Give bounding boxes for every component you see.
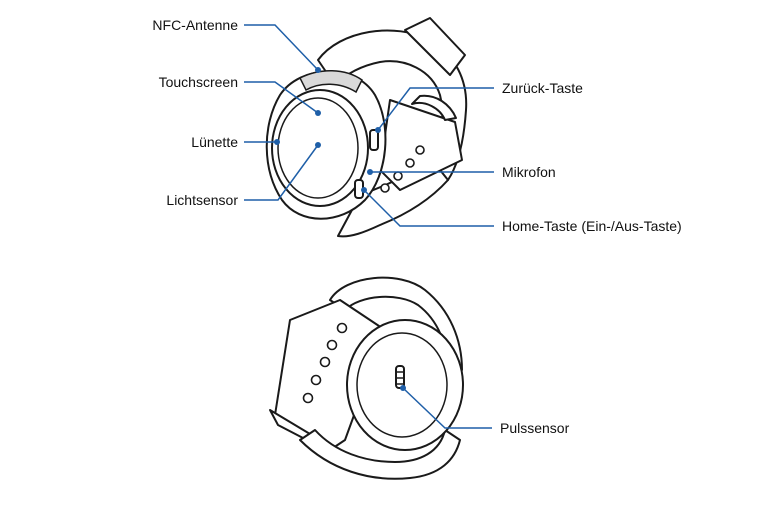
strap-hole bbox=[326, 339, 338, 351]
back-key-shape bbox=[369, 129, 379, 151]
strap-keeper bbox=[411, 94, 457, 121]
label-bezel: Lünette bbox=[191, 134, 238, 150]
label-back-key: Zurück-Taste bbox=[502, 80, 583, 96]
label-touchscreen: Touchscreen bbox=[159, 74, 238, 90]
leader-home-key bbox=[363, 189, 494, 227]
label-light-sensor: Lichtsensor bbox=[166, 192, 238, 208]
case-back-inner bbox=[356, 332, 448, 438]
label-heart-rate-sensor: Pulssensor bbox=[500, 420, 570, 436]
leader-light-sensor bbox=[244, 144, 319, 201]
leader-dot-microphone bbox=[367, 169, 373, 175]
strap-hole bbox=[405, 158, 415, 168]
leader-touchscreen bbox=[244, 81, 319, 114]
bezel-ring bbox=[271, 89, 369, 207]
leader-dot-home-key bbox=[361, 187, 367, 193]
leader-lines bbox=[244, 24, 494, 429]
watch-back-view bbox=[269, 276, 464, 480]
strap-hole bbox=[310, 374, 322, 386]
strap-hole bbox=[319, 356, 331, 368]
leader-dot-back-key bbox=[375, 127, 381, 133]
label-nfc-antenna: NFC-Antenne bbox=[152, 17, 238, 33]
label-home-key: Home-Taste (Ein-/Aus-Taste) bbox=[502, 218, 682, 234]
leader-dot-heart-rate-sensor bbox=[400, 385, 406, 391]
leader-dot-bezel bbox=[274, 139, 280, 145]
strap-hole bbox=[415, 145, 425, 155]
label-microphone: Mikrofon bbox=[502, 164, 556, 180]
labels: NFC-Antenne Touchscreen Lünette Lichtsen… bbox=[152, 17, 681, 436]
leader-dot-touchscreen bbox=[315, 110, 321, 116]
back-strap-bottom bbox=[299, 429, 461, 480]
strap-hole bbox=[302, 392, 314, 404]
leader-heart-rate-sensor bbox=[402, 387, 492, 429]
strap-end-tab bbox=[404, 17, 466, 76]
strap-hole bbox=[393, 171, 403, 181]
leader-nfc-antenna bbox=[244, 24, 319, 71]
watch-front-view bbox=[265, 17, 468, 238]
strap-hole bbox=[380, 183, 390, 193]
strap-hole bbox=[336, 322, 348, 334]
leader-back-key bbox=[377, 87, 494, 131]
leader-dot-nfc bbox=[315, 67, 321, 73]
leader-dot-light-sensor bbox=[315, 142, 321, 148]
touchscreen-glass bbox=[277, 97, 359, 199]
